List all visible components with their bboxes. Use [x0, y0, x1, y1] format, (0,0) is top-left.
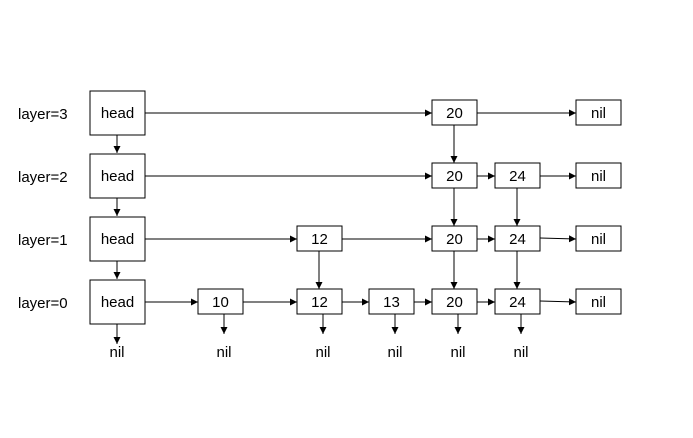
node-l2-head: head [89, 153, 146, 199]
node-l0-24-label: 24 [509, 294, 526, 311]
node-l0-13-label: 13 [383, 294, 400, 311]
terminator-24-nil: nil [513, 344, 528, 361]
layer-label-2: layer=2 [18, 169, 68, 186]
terminator-12-nil: nil [315, 344, 330, 361]
terminator-13-nil: nil [387, 344, 402, 361]
node-l3-nil-label: nil [591, 105, 606, 122]
node-l1-nil: nil [575, 225, 622, 252]
node-l0-nil: nil [575, 288, 622, 315]
node-l1-12-label: 12 [311, 231, 328, 248]
edge-l1-24-nil [539, 235, 577, 243]
edge-l0-24-nil [539, 298, 577, 306]
terminator-head-nil: nil [109, 344, 124, 361]
node-l1-head-label: head [101, 231, 134, 248]
terminator-20-nil: nil [450, 344, 465, 361]
node-l2-nil-label: nil [591, 168, 606, 185]
node-l1-12: 12 [296, 225, 343, 252]
node-l1-24: 24 [494, 225, 541, 252]
node-l0-10-label: 10 [212, 294, 229, 311]
node-l3-nil: nil [575, 99, 622, 126]
node-l1-head: head [89, 216, 146, 262]
node-l0-12: 12 [296, 288, 343, 315]
node-l0-head-label: head [101, 294, 134, 311]
node-l0-12-label: 12 [311, 294, 328, 311]
node-l0-head: head [89, 279, 146, 325]
node-l1-nil-label: nil [591, 231, 606, 248]
node-l2-24-label: 24 [509, 168, 526, 185]
node-l2-20: 20 [431, 162, 478, 189]
node-l3-head: head [89, 90, 146, 136]
node-l3-20: 20 [431, 99, 478, 126]
node-l2-24: 24 [494, 162, 541, 189]
node-l0-24: 24 [494, 288, 541, 315]
node-l3-head-label: head [101, 105, 134, 122]
layer-label-1: layer=1 [18, 232, 68, 249]
node-l0-10: 10 [197, 288, 244, 315]
node-l2-head-label: head [101, 168, 134, 185]
node-l0-nil-label: nil [591, 294, 606, 311]
node-l3-20-label: 20 [446, 105, 463, 122]
node-l0-20-label: 20 [446, 294, 463, 311]
layer-label-0: layer=0 [18, 295, 68, 312]
node-l1-20: 20 [431, 225, 478, 252]
node-l0-13: 13 [368, 288, 415, 315]
node-l2-nil: nil [575, 162, 622, 189]
node-l1-20-label: 20 [446, 231, 463, 248]
layer-label-3: layer=3 [18, 106, 68, 123]
node-l0-20: 20 [431, 288, 478, 315]
terminator-10-nil: nil [216, 344, 231, 361]
node-l1-24-label: 24 [509, 231, 526, 248]
node-l2-20-label: 20 [446, 168, 463, 185]
